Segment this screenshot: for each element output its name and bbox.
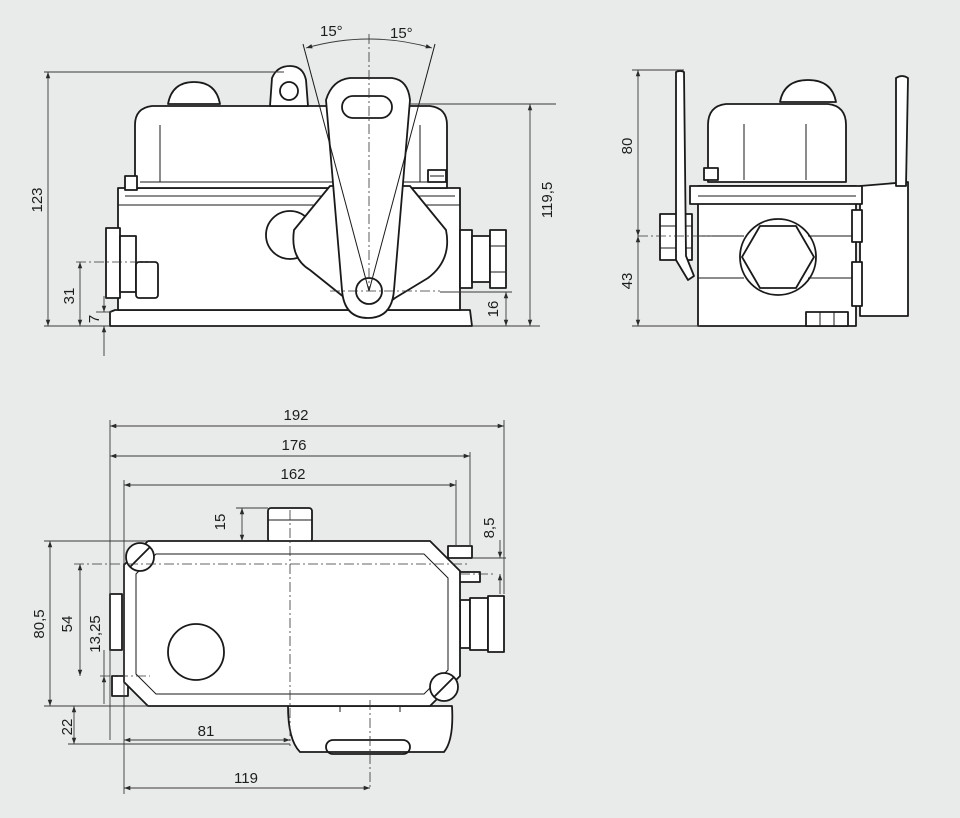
front-right-gland (459, 229, 473, 289)
dim-22: 22 (59, 719, 76, 736)
angle-left-label: 15° (320, 23, 343, 40)
dim-15: 15 (212, 514, 229, 531)
dim-7: 7 (86, 315, 103, 323)
front-left-gland (105, 227, 121, 299)
dim-192: 192 (283, 407, 308, 424)
dim-162: 162 (280, 466, 305, 483)
dim-176: 176 (281, 437, 306, 454)
side-hex-boss (739, 218, 817, 296)
side-view-labels: 80 43 (619, 138, 636, 290)
side-view (632, 69, 909, 327)
dim-119-5: 119,5 (539, 182, 556, 218)
dim-13-25: 13,25 (87, 615, 104, 653)
front-base-plate (109, 309, 473, 327)
front-dome (167, 81, 221, 105)
dim-80: 80 (619, 138, 636, 155)
top-view-labels: 192 176 162 15 8,5 80,5 54 13,25 22 81 1… (31, 407, 498, 787)
front-lever-arm (325, 77, 411, 319)
dim-123: 123 (29, 187, 46, 212)
top-view (44, 420, 506, 794)
front-view (44, 34, 556, 356)
dim-81: 81 (198, 723, 215, 740)
angle-right-label: 15° (390, 25, 413, 42)
top-view-dome (167, 623, 225, 681)
top-view-housing (123, 540, 461, 707)
dim-54: 54 (59, 616, 76, 633)
front-eye-lug (269, 65, 309, 107)
dim-31: 31 (61, 288, 78, 305)
side-lever-plate (859, 181, 909, 317)
side-right-lever (895, 75, 909, 187)
side-left-lever (675, 70, 695, 281)
dim-119: 119 (234, 770, 258, 787)
side-dome (779, 79, 837, 103)
dim-16: 16 (485, 301, 502, 318)
dim-80-5: 80,5 (31, 609, 48, 638)
dim-8-5: 8,5 (481, 518, 498, 539)
side-cover (707, 103, 847, 183)
dim-43: 43 (619, 273, 636, 290)
front-view-labels: 15° 15° 123 119,5 31 7 16 (29, 23, 556, 323)
